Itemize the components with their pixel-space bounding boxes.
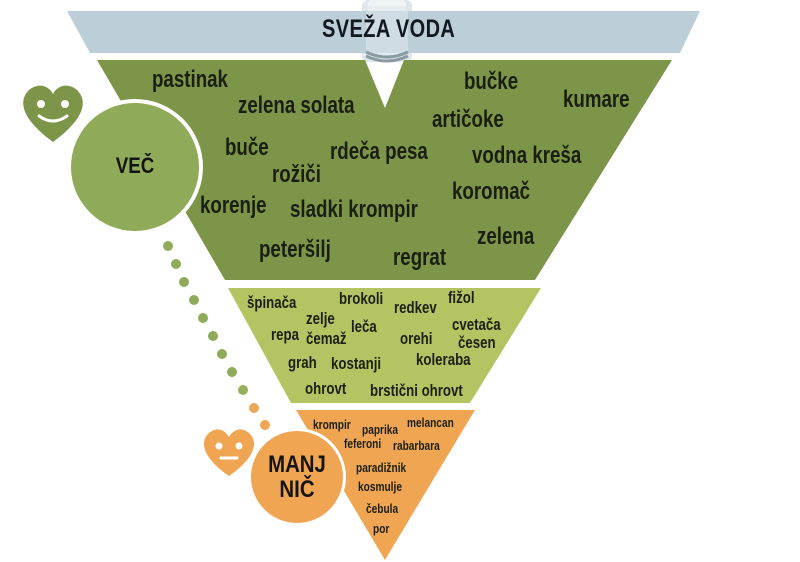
item-rozici: rožiči	[272, 161, 321, 188]
item-koromac: koromač	[452, 178, 531, 205]
item-orehi: orehi	[400, 329, 433, 348]
less-band	[296, 410, 475, 560]
fresh-water-title: SVEŽA VODA	[322, 15, 456, 43]
smiling-heart-icon	[23, 85, 83, 142]
item-bucke: bučke	[464, 68, 519, 95]
item-repa: repa	[271, 325, 300, 344]
item-korenje: korenje	[200, 192, 267, 219]
item-zelena-solata: zelena solata	[238, 92, 355, 119]
item-ohrovt: ohrovt	[305, 379, 347, 398]
less-label-line1: MANJ	[268, 451, 326, 478]
item-krompir: krompir	[313, 417, 351, 432]
item-pastinak: pastinak	[152, 66, 228, 93]
item-redkev: redkev	[394, 298, 437, 317]
item-cvetaca: cvetača	[452, 315, 501, 334]
item-por: por	[373, 521, 390, 536]
item-cemaz: čemaž	[306, 329, 347, 348]
dotted-path	[163, 241, 270, 430]
item-sladki-krompir: sladki krompir	[290, 196, 418, 223]
item-brokoli: brokoli	[339, 289, 384, 308]
item-brsticni-ohrovt: brstični ohrovt	[370, 381, 463, 400]
item-feferoni: feferoni	[344, 436, 382, 451]
item-rabarbara: rabarbara	[393, 438, 440, 453]
item-petersilj: peteršilj	[259, 236, 331, 263]
item-grah: grah	[288, 353, 317, 372]
item-fizol: fižol	[448, 288, 475, 307]
item-leca: leča	[351, 317, 377, 336]
more-label: VEČ	[115, 153, 155, 178]
item-articoke: artičoke	[432, 106, 504, 133]
item-kumare: kumare	[563, 86, 630, 113]
item-paprika: paprika	[362, 422, 399, 437]
item-cebula: čebula	[366, 501, 399, 516]
medium-band	[228, 288, 541, 403]
item-paradiznik: paradižnik	[356, 460, 407, 475]
item-kostanji: kostanji	[331, 354, 382, 373]
item-zelena: zelena	[477, 223, 535, 250]
item-vodna-kresa: vodna kreša	[472, 142, 582, 169]
item-zelje: zelje	[306, 309, 335, 328]
less-label-line2: NIČ	[279, 476, 315, 504]
item-buce: buče	[225, 134, 269, 161]
item-kosmulje: kosmulje	[358, 479, 402, 494]
more-band	[97, 60, 672, 280]
item-spinaca: špinača	[247, 293, 297, 312]
item-koleraba: koleraba	[416, 350, 471, 369]
item-melancan: melancan	[407, 415, 454, 430]
neutral-heart-icon	[203, 429, 255, 476]
item-regrat: regrat	[393, 244, 447, 271]
less-label: MANJ NIČ	[263, 451, 331, 504]
item-rdeca-pesa: rdeča pesa	[330, 138, 428, 165]
item-cesen: česen	[458, 333, 496, 352]
